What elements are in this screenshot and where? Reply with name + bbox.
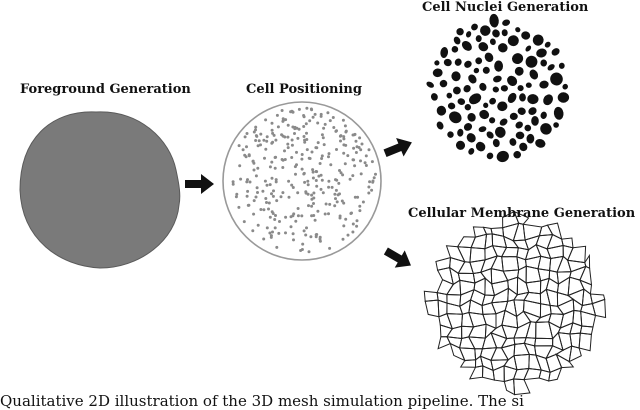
cellular-membranes [423, 210, 607, 396]
right-arrow-icon [185, 174, 214, 194]
foreground-generation-title: Foreground Generation [20, 82, 191, 97]
figure-caption: Qualitative 2D illustration of the 3D me… [0, 392, 524, 410]
cell-nuclei [426, 13, 570, 163]
right-arrow-icon [383, 247, 411, 268]
cellular-membrane-generation-title: Cellular Membrane Generation [408, 206, 636, 221]
right-arrow-icon [383, 137, 412, 157]
cell-positioning-boundary [222, 101, 382, 261]
cell-positioning-title: Cell Positioning [246, 82, 362, 97]
foreground-mask [19, 111, 181, 269]
cell-nuclei-generation-title: Cell Nuclei Generation [422, 0, 589, 15]
cell-position-dots [231, 106, 377, 254]
